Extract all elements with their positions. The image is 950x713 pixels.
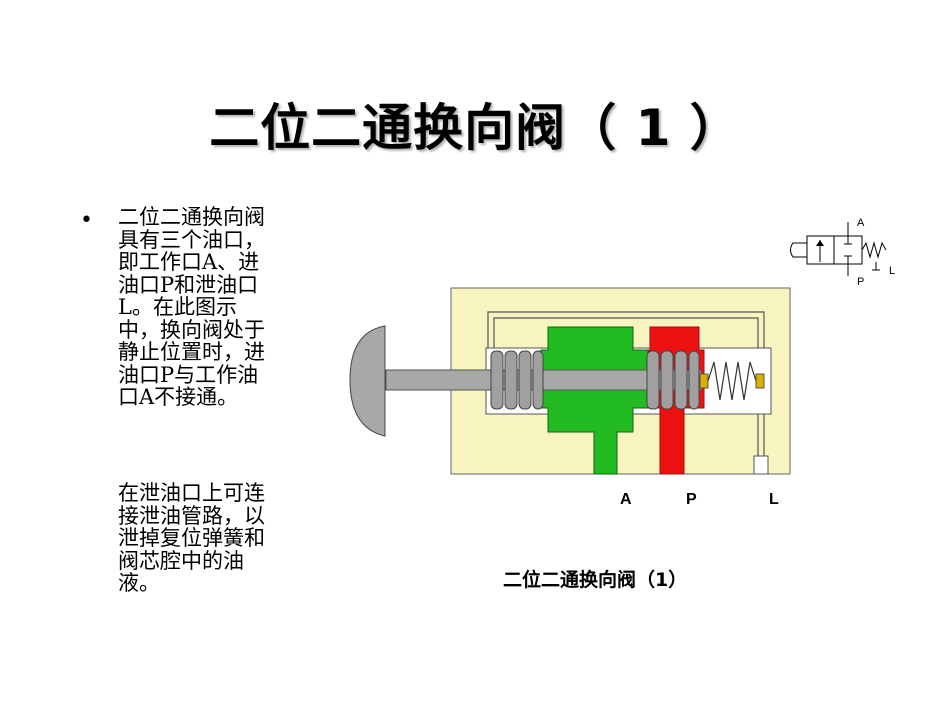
bullet-marker: • <box>80 208 93 233</box>
leakage-paragraph: 在泄油口上可连接泄油管路，以泄掉复位弹簧和阀芯腔中的油液。 <box>118 481 265 595</box>
slide-title: 二位二通换向阀（ 1 ） <box>209 99 741 157</box>
description-paragraph: 二位二通换向阀具有三个油口，即工作口A、进油口P和泄油口L。在此图示中，换向阀处… <box>118 205 265 409</box>
drain-port <box>753 455 769 475</box>
spool-land-right <box>646 350 700 410</box>
return-spring <box>707 361 757 401</box>
symbol-label-a: A <box>857 217 865 229</box>
diagram-caption: 二位二通换向阀（1） <box>503 569 688 591</box>
port-label-l: L <box>769 491 779 508</box>
port-label-a: A <box>620 491 632 508</box>
valve-symbol <box>790 222 887 276</box>
push-button <box>349 325 386 437</box>
valve-diagram: A P L A P L <box>349 217 895 508</box>
symbol-label-l: L <box>889 265 895 277</box>
spool-land-left <box>490 350 544 410</box>
symbol-label-p: P <box>857 276 864 288</box>
port-label-p: P <box>686 491 697 508</box>
